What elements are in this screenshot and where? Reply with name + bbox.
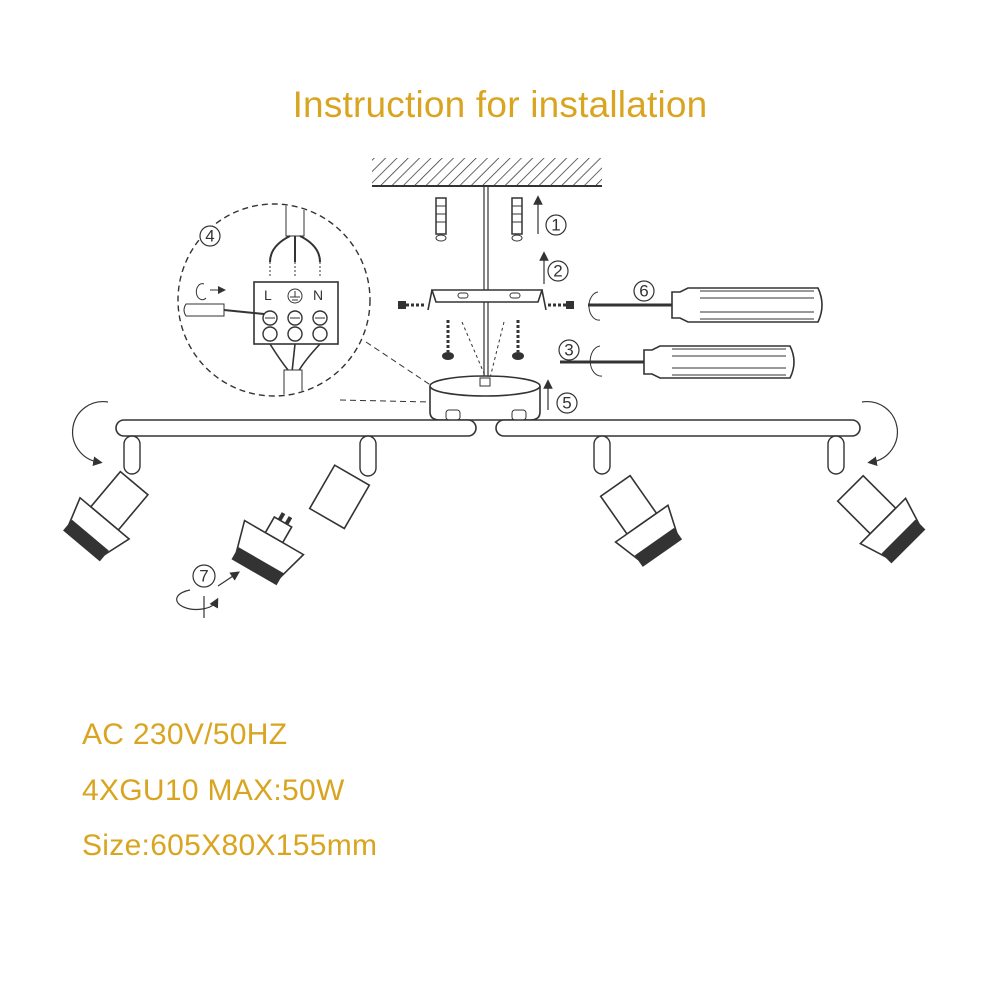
spec-bulbs: 4XGU10 MAX:50W	[82, 774, 345, 807]
step-1-label: 1	[551, 216, 560, 235]
step-6-label: 6	[639, 282, 648, 301]
spotlight-1	[63, 435, 150, 562]
rotate-arrow-left	[72, 400, 109, 466]
screw-right	[512, 320, 524, 360]
step-4-label: 4	[205, 227, 214, 246]
step-7-marker: 7	[176, 564, 240, 618]
light-bar-left	[115, 419, 477, 437]
spec-voltage: AC 230V/50HZ	[82, 718, 288, 751]
wall-plug-left	[435, 197, 447, 242]
step-3-marker: 3	[558, 339, 580, 361]
terminal-neutral-label: N	[313, 287, 323, 303]
terminal-live-label: L	[264, 287, 272, 303]
ceiling	[372, 158, 602, 187]
canopy	[429, 375, 541, 421]
step-7-label: 7	[199, 567, 208, 586]
rotate-arrow-right	[861, 400, 898, 466]
step-3-label: 3	[564, 341, 573, 360]
step-5-marker: 5	[556, 392, 578, 414]
gu10-bulb	[231, 512, 305, 586]
screwdriver-upper	[588, 287, 823, 323]
spotlight-3	[593, 435, 683, 567]
page-title: Instruction for installation	[292, 84, 708, 125]
spotlight-2	[308, 435, 377, 530]
screwdriver-lower	[560, 345, 795, 379]
step-1-marker: 1	[545, 214, 567, 236]
step-4-marker: 4	[199, 225, 221, 247]
wall-plug-right	[511, 197, 523, 242]
step-2-marker: 2	[547, 260, 569, 282]
spec-size: Size:605X80X155mm	[82, 829, 378, 862]
step-6-marker: 6	[633, 280, 655, 302]
mounting-bracket	[427, 289, 547, 311]
screw-left	[442, 320, 454, 360]
light-bar-right	[495, 419, 861, 437]
wiring-detail: L N	[177, 203, 371, 397]
spotlight-4	[827, 435, 926, 564]
step-5-label: 5	[562, 394, 571, 413]
side-screw-left	[398, 301, 426, 309]
side-screw-right	[548, 301, 574, 309]
step-2-label: 2	[553, 262, 562, 281]
